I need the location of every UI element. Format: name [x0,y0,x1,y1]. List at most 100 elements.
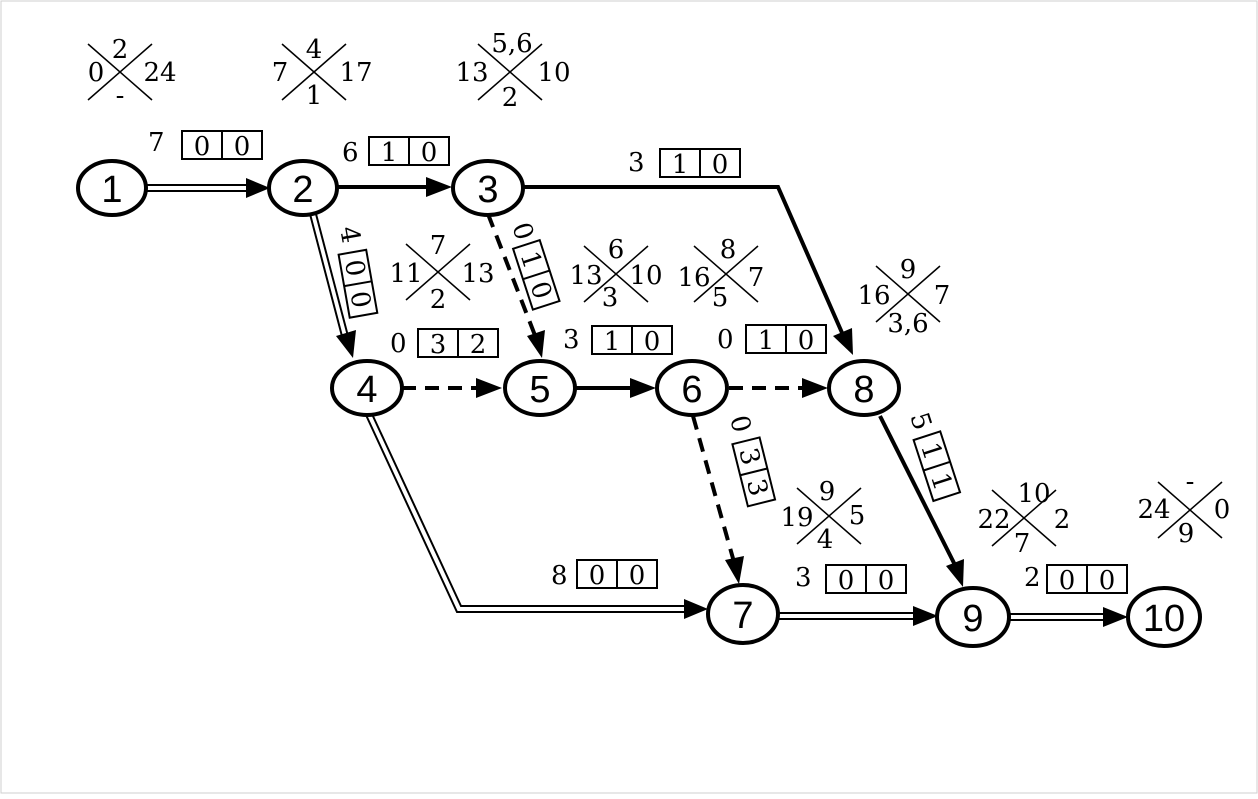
edge-box-right: 2 [470,330,487,360]
param-right: 5 [849,501,866,531]
param-bottom: 2 [502,83,519,113]
node-6-label: 6 [681,369,702,411]
edge-duration: 8 [551,561,568,591]
edge-3-8 [523,185,853,355]
param-top: 7 [430,231,447,261]
param-left: 19 [780,503,813,533]
edge-box-left: 0 [194,132,211,162]
edge-2-3 [338,177,452,197]
edge-box-left: 1 [381,138,398,168]
edge-label-8-9: 5 1 1 [903,409,962,503]
param-top: 8 [720,235,737,265]
param-bottom: 9 [1178,519,1195,549]
param-top: 4 [306,35,323,65]
edge-duration: 0 [390,329,407,359]
edge-duration: 0 [723,412,756,435]
node-6: 6 [655,359,729,417]
node-2: 2 [267,159,339,217]
param-left: 11 [389,259,422,289]
node-params-7: 9 19 5 4 [780,477,865,555]
param-bottom: 5 [712,283,729,313]
edge-label-1-2: 7 0 0 [148,128,263,162]
param-top: 10 [1017,479,1050,509]
node-8-label: 8 [853,369,874,411]
edge-duration: 3 [795,563,812,593]
edge-label-3-5: 0 1 0 [505,219,561,311]
edge-4-7 [365,413,708,619]
edge-5-6 [575,378,656,398]
edge-box-right: 3 [740,476,773,499]
param-top: 9 [900,255,917,285]
edge-box-right: 0 [421,138,438,168]
param-bottom: 2 [430,285,447,315]
edge-duration: 3 [628,148,645,178]
edge-label-5-6: 3 1 0 [563,325,673,357]
param-left: 13 [455,58,488,88]
param-right: 10 [537,58,570,88]
node-8: 8 [827,359,901,417]
node-params-10: - 24 0 9 [1137,467,1230,549]
edge-box-left: 1 [672,150,689,180]
param-top: 2 [112,35,129,65]
edge-box-right: 0 [798,326,815,356]
param-left: 16 [857,281,890,311]
edge-box-right: 0 [878,566,895,596]
edge-duration: 3 [563,325,580,355]
edge-duration: 0 [505,219,539,244]
param-right: 13 [461,259,494,289]
node-2-label: 2 [292,169,313,211]
edge-duration: 6 [342,138,359,168]
node-params-8: 9 16 7 3,6 [857,255,950,339]
edge-duration: 4 [333,224,365,246]
param-left: 16 [677,263,710,293]
node-10: 10 [1126,586,1202,648]
edge-label-9-10: 2 0 0 [1024,563,1128,596]
node-3: 3 [451,159,525,217]
node-10-label: 10 [1143,598,1185,640]
edge-label-4-7: 8 0 0 [551,559,658,591]
param-left: 7 [272,58,289,88]
edge-duration: 2 [1024,563,1041,593]
param-right: 7 [748,263,765,293]
param-right: 24 [143,58,176,88]
node-5-label: 5 [529,369,550,411]
node-params-3: 5,6 13 10 2 [455,29,570,113]
param-bottom: 7 [1014,529,1031,559]
param-left: 0 [88,58,105,88]
edge-box-left: 0 [338,257,370,279]
edge-box-left: 0 [589,561,606,591]
param-bottom: 3 [602,283,619,313]
edge-4-5 [402,378,502,398]
node-params-6: 8 16 7 5 [677,235,764,313]
param-right: 7 [934,281,951,311]
node-9: 9 [935,586,1011,648]
edge-6-8 [729,378,828,398]
param-right: 17 [339,58,372,88]
node-4: 4 [330,359,404,417]
edge-box-left: 0 [1059,566,1076,596]
edge-label-2-4: 4 0 0 [333,224,379,319]
edge-box-right: 0 [629,561,646,591]
edge-duration: 5 [903,409,937,434]
edge-label-7-9: 3 0 0 [795,563,907,596]
node-4-label: 4 [356,369,377,411]
edge-label-4-5: 0 3 2 [390,328,499,360]
edge-label-6-7: 0 3 3 [723,412,777,508]
param-bottom: 4 [817,525,834,555]
param-top: 9 [819,477,836,507]
edge-box-left: 3 [430,330,447,360]
edge-box-right: 0 [344,289,376,311]
param-bottom: 3,6 [887,309,928,339]
edge-box-left: 3 [732,445,765,468]
edge-9-10 [1010,607,1128,627]
edge-label-3-8: 3 1 0 [628,148,741,180]
node-9-label: 9 [962,598,983,640]
node-1-label: 1 [101,169,122,211]
edge-box-right: 0 [1099,566,1116,596]
edge-box-right: 0 [234,132,251,162]
node-params-2: 4 7 17 1 [272,35,373,111]
param-bottom: - [116,81,125,111]
edge-box-left: 1 [758,326,775,356]
